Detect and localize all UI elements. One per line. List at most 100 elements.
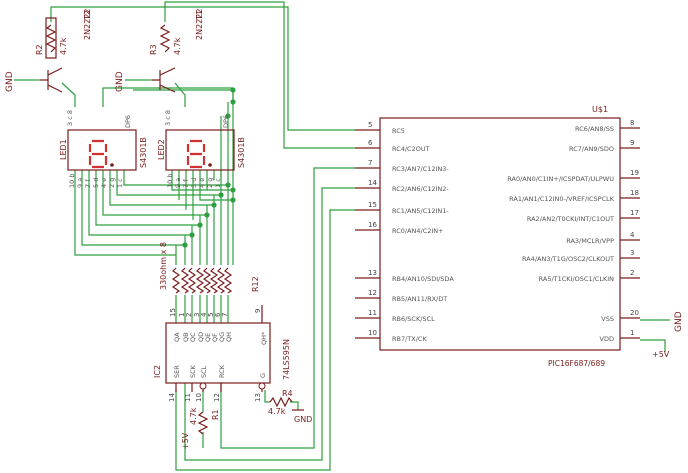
ic2-input-label: G [259,373,267,378]
led-bottom-pin: 1 c [116,178,124,188]
vcc-label-r1: +5V [181,432,190,450]
ic2-output-label: QH [225,332,233,342]
mcu-pin-number: 9 [630,139,634,147]
g-inverter-bubble [258,382,266,390]
ic2-pin-9: 9 [254,309,262,313]
transistor-t2[interactable]: 2N2222 T2 [40,9,92,93]
resistor-r4[interactable]: R4 4.7k GND [268,389,312,424]
pic-microcontroller[interactable]: U$1 PIC16F687/689 5RC56RC4/C2OUT7RC3/AN7… [355,105,640,368]
mcu-pin-number: 16 [368,221,377,229]
mcu-pin-label: RC0/AN4/C2IN+ [392,227,444,235]
resistor-r1[interactable]: R1 4.7k +5V [181,407,220,450]
ic2-qhprime: QH* [260,331,268,345]
ic2-input-pin: 14 [168,393,176,402]
ic2-output-pin: 6 [214,312,222,317]
mcu-pin-number: 14 [368,179,377,187]
mcu-pin-label: RA2/AN2/T0CKI/INT/C1OUT [527,215,614,223]
led-bottom-pin: 5 d [92,178,100,188]
led-bottom-pin: 5 d [190,178,198,188]
led-bottom-pin: 10 b [166,174,174,188]
vcc-label-mcu: +5V [652,350,670,359]
ic2-output-label: QG [218,332,226,342]
ic2-output-label: QE [204,333,212,342]
led-bottom-pin: 7 f [182,179,190,188]
mcu-pin-label: RA1/AN1/C12IN0-/VREF/ICSPCLK [509,195,615,203]
t1-part: 2N2222 [195,9,204,40]
ic2-output-pin: 3 [193,313,201,317]
mcu-pin-label: RB4/AN10/SDI/SDA [392,275,454,283]
ic2-input-label: SCK [189,364,197,378]
mcu-pin-label: RC7/AN9/SDO [569,145,614,153]
mcu-pin-number: 3 [630,249,634,257]
led-bottom-pin: 2 g [108,178,116,188]
mcu-pin-number: 19 [630,169,639,177]
r12-label: R12 [251,276,260,292]
mcu-pin-number: 10 [368,329,377,337]
mcu-pin-label: VDD [600,335,614,343]
r12-element [171,267,181,294]
ic2-input-label: SER [173,365,181,378]
r12-element [180,267,190,294]
ic2-input-pin: 11 [184,393,192,402]
resistor-array-r12[interactable]: 330ohm x 8 R12 [159,242,260,294]
r12-element [187,267,197,294]
transistor-t1[interactable]: 2N2222 T1 [152,9,204,93]
mcu-pin-number: 1 [630,329,634,337]
r4-label: R4 [282,389,293,398]
r12-element [223,267,233,294]
led2-label: LED2 [157,139,166,160]
led2-part: S4301B [237,137,246,168]
mcu-pin-number: 8 [630,119,634,127]
mcu-pin-label: RC6/AN8/SS [575,125,614,133]
r2-label: R2 [35,44,44,55]
mcu-pin-label: RB5/AN11/RX/DT [392,295,447,303]
t2-label: T2 [83,10,92,21]
ic2-input-pin: 12 [213,393,221,402]
mcu-label: U$1 [592,105,608,114]
ic2-output-pin: 7 [221,313,229,317]
mcu-pin-label: RA0/AN0/C1IN+/ICSPDAT/ULPWU [507,175,614,183]
led1-part: S4301B [139,137,148,168]
ic2-output-pin: 2 [185,313,193,317]
mcu-pin-label: RA4/AN3/T1G/OSC2/CLKOUT [522,255,614,263]
mcu-pin-label: RB7/TX/CK [392,335,427,343]
mcu-pin-number: 12 [368,289,377,297]
gnd-label-1: GND [5,71,15,92]
wire-net [14,1,670,471]
led-bottom-pin: 1 c [214,178,222,188]
r4-value: 4.7k [268,407,286,416]
led-bottom-pin: 4 e [100,178,108,188]
r12-element [209,267,219,294]
r3-value: 4.7k [173,37,182,55]
led-bottom-pin: 9 a [76,178,84,188]
t2-part: 2N2222 [83,9,92,40]
mcu-pin-label: RA5/T1CKI/OSC1/CLKIN [539,275,614,283]
junction-dots [182,87,236,248]
mcu-pin-number: 11 [368,309,377,317]
mcu-pin-label: RC3/AN7/C12IN3- [392,165,449,173]
ic2-input-label: SCL [200,365,208,378]
led-bottom-pin: 10 b [68,174,76,188]
gnd-label-mcu: GND [674,311,684,332]
shift-register-ic2[interactable]: IC2 74LS595N QH* 9 QA15QB1QC2QD3QE4QF5QG… [153,305,291,402]
ic2-output-label: QA [173,332,181,342]
mcu-pin-number: 20 [630,309,639,317]
ic2-input-pin: 13 [254,393,262,402]
gnd-labels: GND GND [5,71,125,92]
led-top-pins: 3 c 8 [66,110,74,126]
led-bottom-pin: 4 e [198,178,206,188]
ic2-output-pin: 1 [178,313,186,317]
resistor-r2[interactable]: R2 4.7k [35,24,68,55]
r1-label: R1 [211,409,220,420]
led-bottom-pin: 7 f [84,179,92,188]
mcu-pin-label: RB6/SCK/SCL [392,315,435,323]
gnd-label-2: GND [115,71,125,92]
ic2-input-label: RCK [218,364,226,378]
mcu-pin-number: 6 [368,139,373,147]
mcu-pin-number: 2 [630,269,634,277]
mcu-pin-number: 18 [630,189,639,197]
mcu-pin-label: VSS [601,315,614,323]
resistor-r3[interactable]: R3 4.7k [149,24,182,55]
